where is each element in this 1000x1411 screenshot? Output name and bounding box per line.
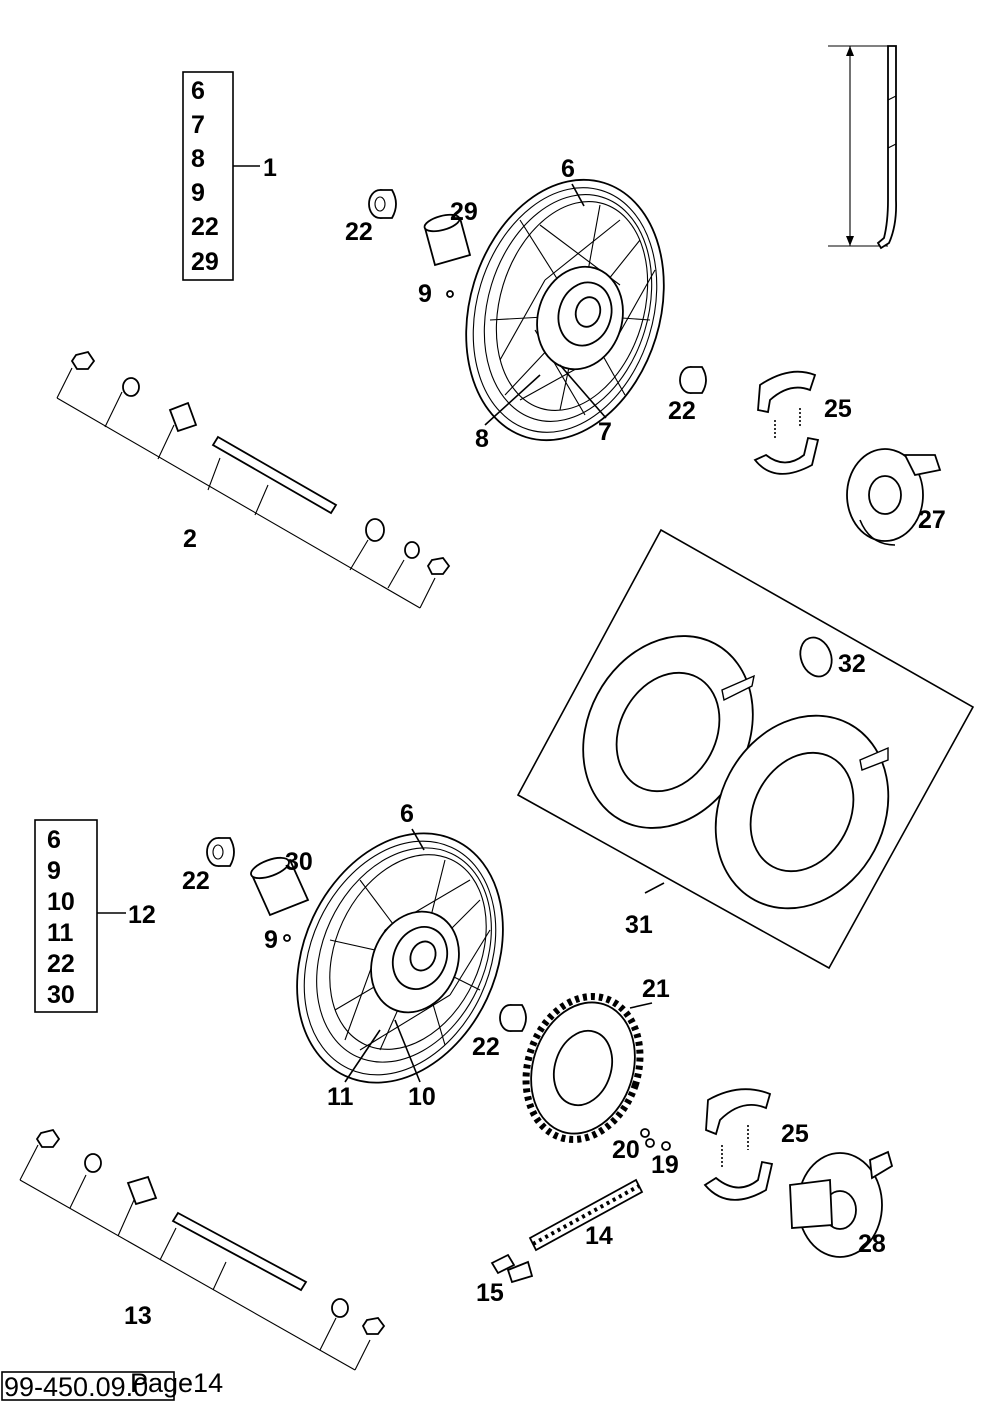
rear-nipple-9: 9 <box>264 926 291 954</box>
callout-9: 9 <box>264 926 278 954</box>
master-link-15: 15 <box>476 1253 534 1307</box>
doc-code: 99-450.09.0 <box>4 1372 148 1402</box>
callout-15: 15 <box>476 1279 504 1307</box>
disc-panel-31: 32 31 <box>516 528 975 970</box>
rear-bearing-22: 22 <box>182 837 235 895</box>
kit-box-rear: 6 9 10 11 22 30 12 <box>34 819 156 1013</box>
kit-item: 9 <box>47 857 61 885</box>
callout-22: 22 <box>345 218 373 246</box>
callout-27: 27 <box>918 506 946 534</box>
rear-brake-plate-28: 28 <box>789 1150 894 1258</box>
callout-6: 6 <box>400 800 414 828</box>
front-bearing-22-right: 22 <box>668 366 707 425</box>
kit-item: 9 <box>191 179 205 207</box>
callout-25: 25 <box>781 1120 809 1148</box>
callout-13: 13 <box>124 1302 152 1330</box>
front-axle-assembly: 2 <box>56 350 451 609</box>
callout-7: 7 <box>598 418 612 446</box>
callout-2: 2 <box>183 525 197 553</box>
callout-25: 25 <box>824 395 852 423</box>
callout-30: 30 <box>285 848 313 876</box>
spoke-dimension <box>828 45 898 250</box>
kit-item: 8 <box>191 145 205 173</box>
kit-box-front: 6 7 8 9 22 29 1 <box>182 71 277 281</box>
callout-31: 31 <box>625 911 653 939</box>
chain-14: 14 <box>528 1178 644 1252</box>
callout-6: 6 <box>561 155 575 183</box>
callout-22: 22 <box>182 867 210 895</box>
front-wheel: 6 8 7 <box>465 155 665 453</box>
rear-spacer-30: 30 <box>250 848 313 917</box>
kit-item: 30 <box>47 981 75 1009</box>
callout-29: 29 <box>450 198 478 226</box>
callout-10: 10 <box>408 1083 436 1111</box>
page-label: Page14 <box>130 1368 223 1398</box>
callout-11: 11 <box>327 1083 354 1111</box>
callout-9: 9 <box>418 280 432 308</box>
kit-callout: 12 <box>128 901 156 929</box>
kit-item: 29 <box>191 248 219 276</box>
sprocket-21: 21 <box>522 975 670 1143</box>
rear-bearing-22-right: 22 <box>472 1004 527 1061</box>
front-bearing-22: 22 <box>345 189 397 246</box>
kit-item: 11 <box>47 919 74 947</box>
callout-19: 19 <box>651 1151 679 1179</box>
footer: 99-450.09.0 Page14 <box>1 1368 223 1402</box>
kit-item: 6 <box>191 77 205 105</box>
callout-14: 14 <box>585 1222 613 1250</box>
kit-item: 7 <box>191 111 205 139</box>
kit-callout: 1 <box>263 154 277 182</box>
callout-20: 20 <box>612 1136 640 1164</box>
front-nipple-9: 9 <box>418 280 454 308</box>
rear-wheel: 6 11 10 <box>296 800 504 1111</box>
front-brake-shoes-25: 25 <box>753 370 852 475</box>
callout-32: 32 <box>838 650 866 678</box>
sprocket-bolts: 20 19 <box>612 1128 679 1179</box>
callout-22: 22 <box>472 1033 500 1061</box>
callout-21: 21 <box>642 975 670 1003</box>
callout-28: 28 <box>858 1230 886 1258</box>
kit-item: 6 <box>47 826 61 854</box>
front-spacer-29: 29 <box>423 198 478 267</box>
kit-item: 10 <box>47 888 75 916</box>
kit-item: 22 <box>191 213 219 241</box>
kit-item: 22 <box>47 950 75 978</box>
rear-axle-assembly: 13 <box>19 1128 386 1371</box>
callout-8: 8 <box>475 425 489 453</box>
front-brake-plate-27: 27 <box>846 448 946 546</box>
rear-brake-shoes-25: 25 <box>703 1088 809 1201</box>
callout-22: 22 <box>668 397 696 425</box>
